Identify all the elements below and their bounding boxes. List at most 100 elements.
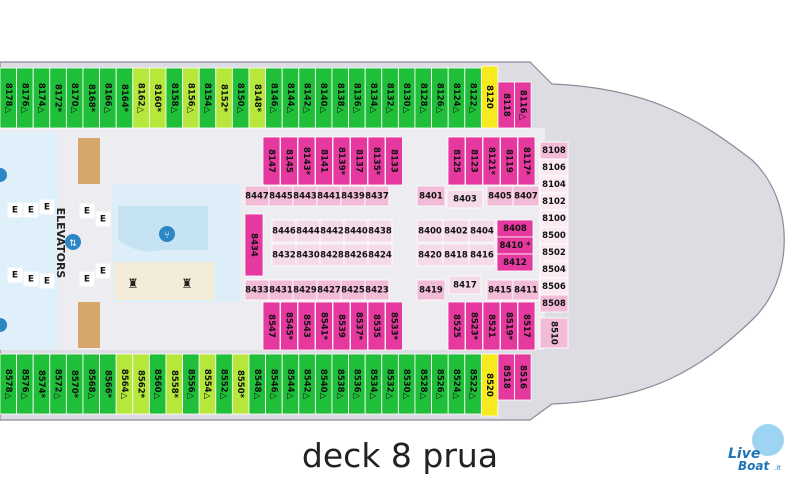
- cabin-8533: [385, 301, 403, 351]
- cabin-8154-label: 8154△: [202, 83, 212, 114]
- cabin-8437-label: 8437: [365, 192, 389, 202]
- cabin-8145-label: 8145: [284, 149, 294, 173]
- cabin-8522-label: 8522△: [468, 369, 478, 400]
- cabin-8535: [367, 301, 386, 351]
- cabin-8521: [482, 301, 501, 351]
- cabin-8122-label: 8122△: [468, 83, 478, 114]
- cabin-8543-label: 8543: [301, 314, 311, 338]
- deck-caption: deck 8 prua: [301, 436, 499, 475]
- elevator-10: [95, 263, 111, 279]
- cabin-8133-label: 8133: [389, 149, 399, 173]
- cabin-8444-label: 8444: [296, 227, 320, 237]
- cabin-8411: [512, 279, 540, 301]
- cabin-8401: [416, 185, 446, 207]
- cabin-8139: [332, 136, 351, 186]
- cabin-8541-label: 8541*: [319, 312, 329, 341]
- cabin-8446-label: 8446: [272, 227, 296, 237]
- cabin-8143-label: 8143*: [301, 147, 311, 176]
- cabin-8117-label: 8117*: [521, 147, 531, 176]
- svg-text:♜: ♜: [181, 277, 193, 292]
- cabin-8412-label: 8412: [503, 258, 527, 268]
- cabin-8438: [367, 219, 393, 243]
- cabin-8106-label: 8106: [542, 163, 566, 173]
- elevator-1: [7, 202, 23, 218]
- elevator-9: [79, 271, 95, 287]
- elevator-8: [95, 211, 111, 227]
- cabin-8427-label: 8427: [317, 286, 341, 296]
- cabin-8116: [514, 81, 532, 129]
- elevator-5: [23, 271, 39, 287]
- cabin-8411-label: 8411: [514, 286, 538, 296]
- cabins-layer: 8178△8176△8174△8172*8170△8168*8166△8164*…: [0, 65, 569, 417]
- cabin-8508: [539, 294, 569, 313]
- cabin-8168-label: 8168*: [86, 84, 96, 113]
- svg-text:⇅: ⇅: [69, 239, 77, 249]
- cabin-8519-label: 8519*: [504, 312, 514, 341]
- cabin-8540-label: 8540△: [318, 369, 328, 400]
- cabin-8410-label: 8410 *: [499, 241, 531, 251]
- cabin-8138-label: 8138△: [335, 83, 345, 114]
- cabin-8402-label: 8402: [444, 227, 468, 237]
- cabin-8123-label: 8123: [469, 149, 479, 173]
- cabin-8108-label: 8108: [542, 146, 566, 156]
- cabin-8424-label: 8424: [368, 251, 392, 261]
- cabin-8566-label: 8566*: [102, 370, 112, 399]
- cabin-8570-label: 8570*: [69, 370, 79, 399]
- cabin-8118-label: 8118: [501, 93, 511, 117]
- cabin-8504-label: 8504: [542, 265, 566, 275]
- elevator-2-label: E: [28, 206, 34, 216]
- cabin-8535-label: 8535: [371, 314, 381, 338]
- svg-text:Boat: Boat: [738, 459, 770, 473]
- cabin-8134-label: 8134△: [368, 83, 378, 114]
- cabin-8419-label: 8419: [419, 286, 443, 296]
- cabin-8528-label: 8528△: [418, 369, 428, 400]
- cabin-8574-label: 8574*: [36, 370, 46, 399]
- svg-text:Live: Live: [728, 446, 760, 462]
- cabin-8545-label: 8545*: [284, 312, 294, 341]
- cabin-8417: [448, 275, 482, 295]
- cabin-8423: [364, 279, 390, 301]
- cabin-8137-label: 8137: [354, 149, 364, 173]
- cabin-8576-label: 8576△: [19, 369, 29, 400]
- cabin-8143: [297, 136, 316, 186]
- cabin-8407-label: 8407: [514, 192, 538, 202]
- cabin-8403-label: 8403: [453, 195, 477, 205]
- cabin-8441-label: 8441: [317, 192, 341, 202]
- elevator-5-label: E: [28, 275, 34, 285]
- cabin-8564-label: 8564△: [119, 369, 129, 400]
- cabin-8404-label: 8404: [470, 227, 494, 237]
- cabin-8419: [416, 279, 446, 301]
- cabin-8562-label: 8562*: [136, 370, 146, 399]
- cabin-8160-label: 8160*: [152, 84, 162, 113]
- cabin-8433-label: 8433: [245, 286, 269, 296]
- svg-text:.it: .it: [774, 464, 781, 472]
- cabin-8502-label: 8502: [542, 248, 566, 258]
- cabin-8148-label: 8148*: [252, 84, 262, 113]
- cabin-8404: [468, 219, 496, 243]
- cabin-8434-label: 8434: [249, 233, 259, 257]
- cabin-8534-label: 8534△: [368, 369, 378, 400]
- cabin-8140-label: 8140△: [318, 83, 328, 114]
- cabin-8432-label: 8432: [272, 251, 296, 261]
- cabin-8536-label: 8536△: [351, 369, 361, 400]
- cabin-8518-label: 8518: [501, 365, 511, 389]
- elevator-10-label: E: [100, 267, 106, 277]
- stair-top: [78, 138, 100, 184]
- cabin-8431-label: 8431: [269, 286, 293, 296]
- cabin-8136-label: 8136△: [351, 83, 361, 114]
- cabin-8132-label: 8132△: [385, 83, 395, 114]
- cabin-8176-label: 8176△: [19, 83, 29, 114]
- elevator-7: [79, 203, 95, 219]
- cabin-8178-label: 8178△: [3, 83, 13, 114]
- cabin-8517-label: 8517: [521, 314, 531, 338]
- cabin-8424: [367, 243, 393, 267]
- cabin-8121: [482, 136, 501, 186]
- cabin-8434: [244, 213, 264, 277]
- cabin-8428-label: 8428: [320, 251, 344, 261]
- cabin-8568-label: 8568△: [86, 369, 96, 400]
- cabin-8400-label: 8400: [418, 227, 442, 237]
- cabin-8124-label: 8124△: [451, 83, 461, 114]
- cabin-8530-label: 8530△: [401, 369, 411, 400]
- cabin-8425-label: 8425: [341, 286, 365, 296]
